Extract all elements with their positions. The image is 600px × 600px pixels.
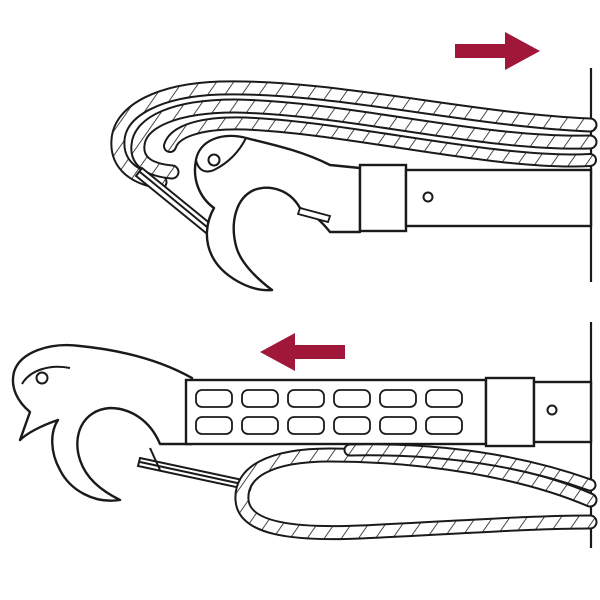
bottom-hook-pivot	[35, 371, 49, 385]
bottom-handle-sleeve	[484, 376, 536, 448]
top-handle-rivet	[422, 191, 434, 203]
bottom-handle-slots	[195, 389, 463, 435]
top-rope	[110, 80, 598, 190]
top-hook-pivot	[207, 153, 221, 167]
bottom-panel	[11, 322, 598, 548]
arrow-right-icon	[455, 32, 540, 70]
bottom-rope	[234, 443, 598, 541]
arrow-left-icon	[260, 333, 345, 371]
top-handle-bar	[404, 168, 593, 228]
top-hook-tongue	[296, 206, 332, 224]
bottom-hook-body	[11, 344, 194, 502]
top-hook-body	[193, 134, 362, 292]
bottom-handle-rivet	[546, 404, 558, 416]
bottom-hook-head-groove	[21, 365, 71, 385]
top-handle-sleeve	[358, 163, 408, 233]
top-panel	[110, 32, 598, 292]
bottom-latch-wire	[136, 447, 254, 492]
bottom-handle-end	[532, 380, 593, 444]
